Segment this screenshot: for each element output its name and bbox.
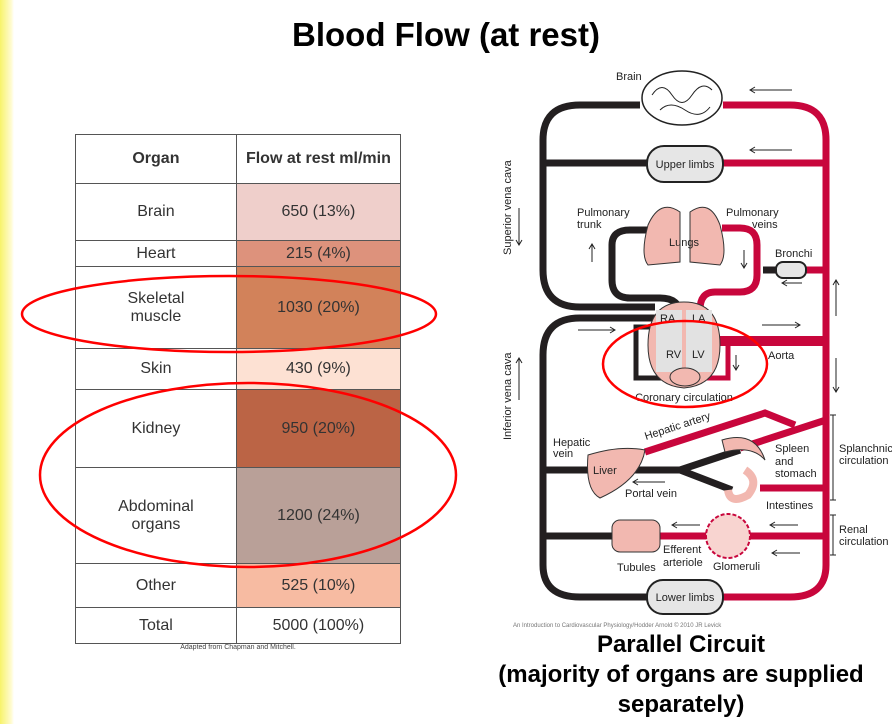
label-pulmonary-veins-2: veins — [752, 219, 778, 231]
label-stomach: stomach — [775, 468, 817, 480]
organ-text: Skeletal muscle — [127, 289, 185, 325]
label-aorta: Aorta — [768, 350, 795, 362]
coronary-vessel — [669, 367, 701, 387]
label-arteriole: arteriole — [663, 557, 703, 569]
label-lungs: Lungs — [669, 237, 699, 249]
label-coronary-circulation: Coronary circulation — [635, 392, 733, 404]
subtitle-line-2: (majority of organs are supplied — [498, 661, 864, 688]
flow-cell: 525 (10%) — [235, 563, 402, 608]
venous-top — [539, 101, 655, 311]
inferior-vena-cava — [539, 314, 655, 601]
label-portal-vein: Portal vein — [625, 488, 677, 500]
label-pulmonary-veins: Pulmonary — [726, 207, 779, 219]
table-caption: Adapted from Chapman and Mitchell. — [180, 644, 296, 651]
highlight-skeletal-muscle — [20, 274, 438, 354]
lower-limbs-box — [646, 579, 724, 615]
label-hepatic-vein: Hepatic — [553, 437, 591, 449]
header-organ: Organ — [75, 134, 237, 184]
highlight-coronary — [601, 319, 769, 409]
intestines-icon — [724, 466, 758, 503]
label-hepatic-vein-2: vein — [553, 448, 573, 460]
label-liver: Liver — [593, 465, 617, 477]
label-glomeruli: Glomeruli — [713, 561, 760, 573]
highlight-kidney-abdominal — [38, 381, 458, 569]
label-efferent: Efferent — [663, 544, 701, 556]
label-upper-limbs: Upper limbs — [656, 159, 715, 171]
label-tubules: Tubules — [617, 562, 656, 574]
label-rv: RV — [666, 349, 682, 361]
brain-folds — [651, 85, 713, 115]
organ-cell: Other — [75, 563, 237, 608]
label-lower-limbs: Lower limbs — [656, 592, 715, 604]
arterial-top — [723, 101, 830, 601]
label-renal-2: circulation — [839, 536, 889, 548]
tubules-icon — [611, 519, 661, 553]
flow-arrows — [515, 86, 840, 557]
pulmonary-veins — [696, 224, 761, 318]
flow-cell: 215 (4%) — [235, 240, 402, 267]
upper-limbs-box — [646, 145, 724, 183]
subtitle: Parallel Circuit (majority of organs are… — [470, 630, 892, 720]
total-label: Total — [75, 607, 237, 644]
subtitle-line-1: Parallel Circuit — [596, 631, 766, 658]
label-pulmonary-trunk-2: trunk — [577, 219, 602, 231]
label-lv: LV — [692, 349, 705, 361]
bronchi-box — [775, 261, 807, 279]
label-bronchi: Bronchi — [775, 248, 812, 260]
label-splanchnic: Splanchnic — [839, 443, 892, 455]
total-value: 5000 (100%) — [235, 607, 402, 644]
organ-cell: Kidney — [75, 389, 237, 468]
label-and: and — [775, 456, 793, 468]
slide-title: Blood Flow (at rest) — [292, 16, 600, 53]
label-brain: Brain — [616, 71, 642, 83]
label-superior-vena-cava: Superior vena cava — [502, 159, 514, 255]
glomeruli-icon — [705, 513, 751, 559]
slide-edge-decoration — [0, 0, 14, 724]
label-renal: Renal — [839, 524, 868, 536]
subtitle-line-3: separately) — [617, 691, 745, 718]
diagram-credit: An Introduction to Cardiovascular Physio… — [513, 622, 722, 629]
label-spleen: Spleen — [775, 443, 809, 455]
organ-cell: Skin — [75, 348, 237, 390]
spleen-icon — [721, 437, 766, 461]
label-intestines: Intestines — [766, 500, 814, 512]
flow-cell: 650 (13%) — [235, 183, 402, 241]
organ-cell: Skeletal muscle — [75, 266, 237, 349]
label-splanchnic-2: circulation — [839, 455, 889, 467]
lungs-icon — [643, 206, 725, 266]
organ-text: Abdominal organs — [118, 497, 194, 533]
organ-cell: Brain — [75, 183, 237, 241]
highlight-ellipses — [20, 274, 769, 569]
label-pulmonary-trunk: Pulmonary — [577, 207, 630, 219]
brain-icon — [641, 70, 723, 126]
label-inferior-vena-cava: Inferior vena cava — [502, 352, 514, 440]
liver-icon — [587, 447, 646, 499]
